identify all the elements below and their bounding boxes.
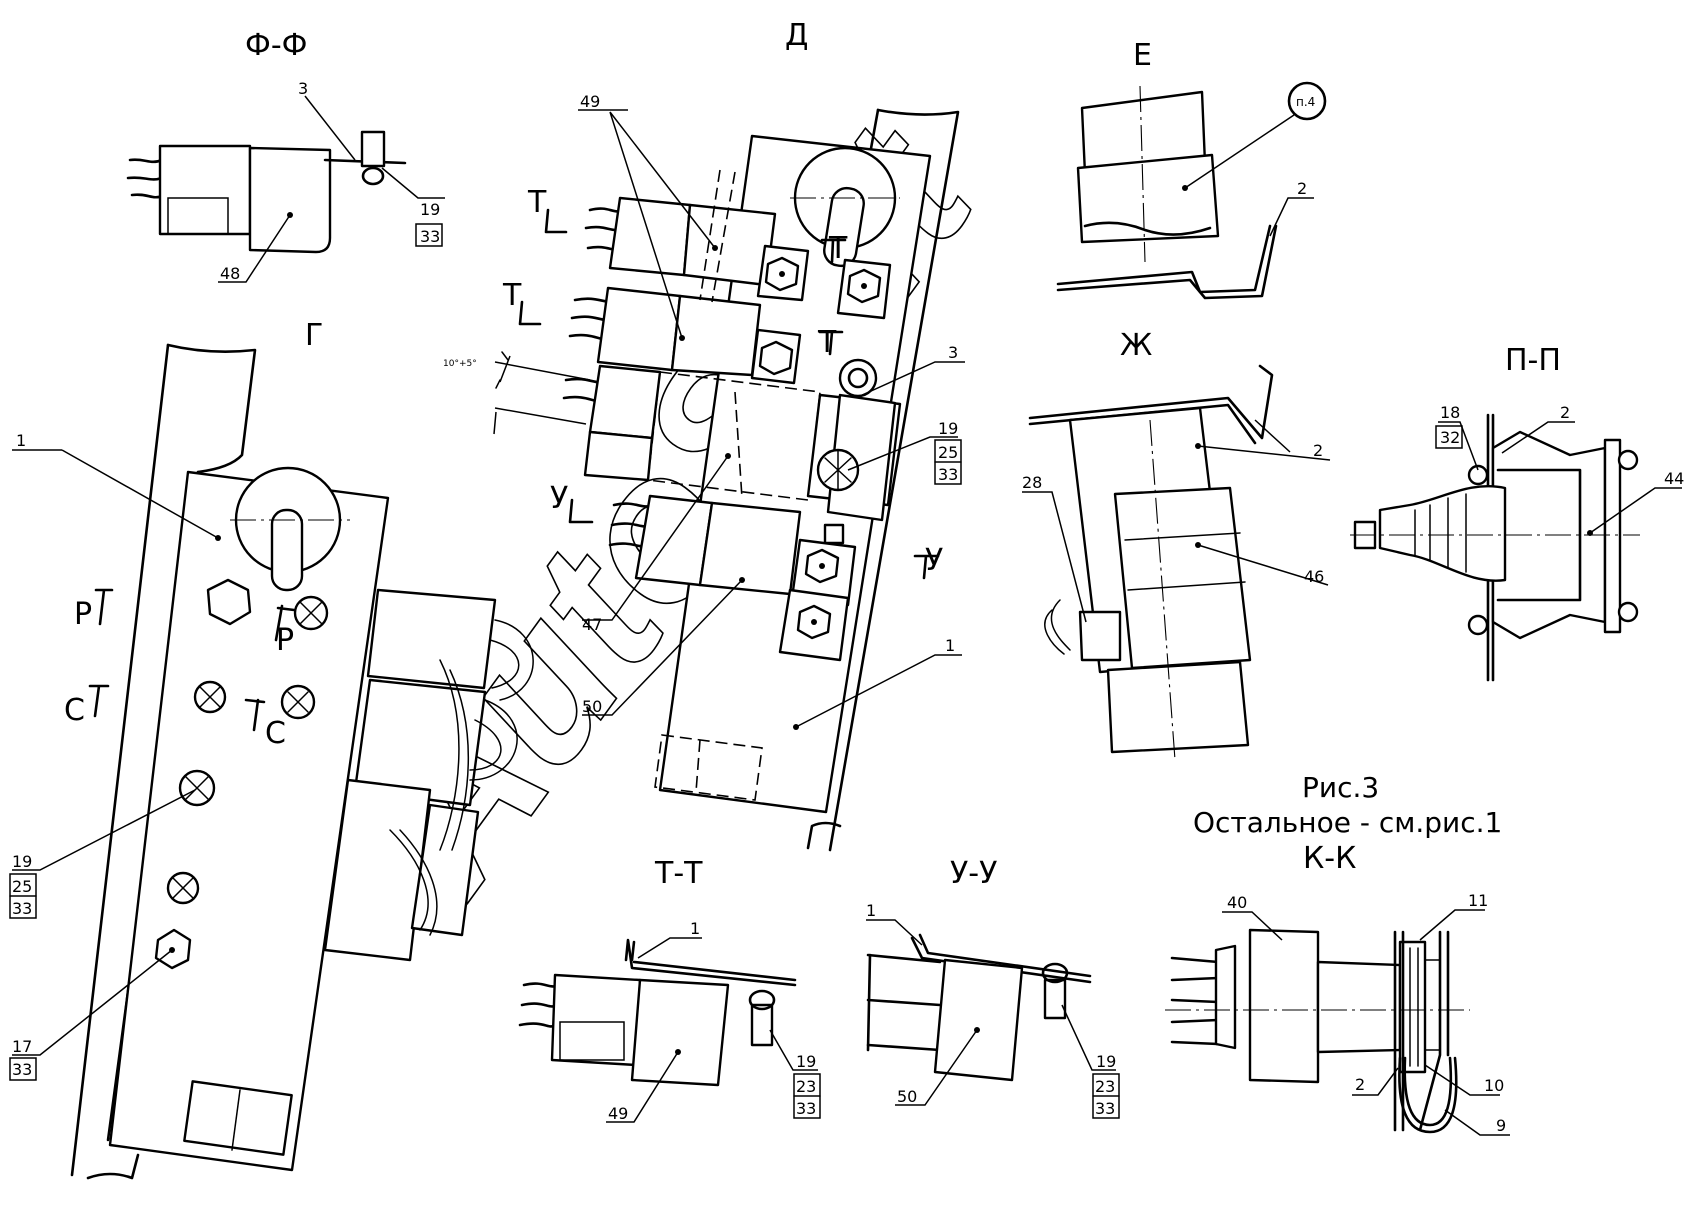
g-nut-1 [206, 578, 252, 626]
callout-d-49: 49 [580, 92, 600, 111]
callout-d-3: 3 [948, 343, 958, 362]
callout-uu-1: 1 [866, 901, 876, 920]
e-component [1076, 153, 1220, 244]
callout-g-1: 1 [16, 431, 26, 450]
view-g-title: Г [305, 318, 323, 353]
view-uu-title: У-У [950, 856, 997, 891]
tolerance-label: 10°+5° [443, 359, 477, 369]
ff-connector-part-48 [248, 146, 332, 254]
callout-ff-19: 19 [420, 200, 440, 219]
caption-rest-note: Остальное - см.рис.1 [1193, 806, 1502, 839]
view-d: Д [443, 18, 965, 852]
callout-tt-23: 23 [796, 1077, 816, 1096]
section-mark-t2: Т [502, 278, 522, 313]
callout-d-47: 47 [582, 615, 602, 634]
section-mark-s-left: С [64, 693, 85, 728]
caption-figure-number: Рис.3 [1302, 771, 1379, 804]
g-toggle-lever [270, 508, 304, 592]
zh-block-46 [1113, 486, 1252, 670]
d-block-50 [698, 501, 802, 596]
view-d-title: Д [785, 18, 808, 53]
section-mark-t4: Т [817, 325, 837, 360]
callout-ff-3: 3 [298, 79, 308, 98]
callout-kk-10: 10 [1484, 1076, 1504, 1095]
view-uu: У-У 1 50 19 23 33 [866, 856, 1120, 1119]
callout-d-33: 33 [938, 465, 958, 484]
callout-kk-40: 40 [1227, 893, 1247, 912]
tt-block-49 [630, 978, 730, 1087]
view-zh-title: Ж [1120, 328, 1152, 363]
callout-zh-46: 46 [1304, 567, 1324, 586]
view-tt-title: Т-Т [654, 856, 703, 891]
callout-kk-9: 9 [1496, 1116, 1506, 1135]
callout-pp-32: 32 [1440, 428, 1460, 447]
callout-ff-48: 48 [220, 264, 240, 283]
section-mark-r-right: Р [276, 623, 294, 658]
callout-uu-50: 50 [897, 1087, 917, 1106]
view-ff-title: Ф-Ф [245, 28, 307, 63]
callout-g-19: 19 [12, 852, 32, 871]
view-pp: П-П 18 32 2 44 [1350, 343, 1684, 682]
callout-pp-18: 18 [1440, 403, 1460, 422]
section-mark-s-right: С [265, 716, 286, 751]
callout-uu-23: 23 [1095, 1077, 1115, 1096]
view-tt: Т-Т 1 49 19 23 33 [518, 856, 821, 1123]
view-ff: Ф-Ф 3 19 33 48 [126, 28, 445, 283]
callout-tt-49: 49 [608, 1104, 628, 1123]
callout-d-1: 1 [945, 636, 955, 655]
callout-d-25: 25 [938, 443, 958, 462]
callout-ff-33: 33 [420, 227, 440, 246]
view-kk: К-К 40 11 2 10 9 [1165, 841, 1510, 1136]
callout-g-33a: 33 [12, 899, 32, 918]
callout-pp-44: 44 [1664, 469, 1684, 488]
callout-d-19: 19 [938, 419, 958, 438]
callout-g-33b: 33 [12, 1060, 32, 1079]
callout-tt-33: 33 [796, 1099, 816, 1118]
callout-d-50: 50 [582, 697, 602, 716]
section-mark-u1: У [550, 481, 568, 516]
callout-kk-11: 11 [1468, 891, 1488, 910]
callout-tt-1: 1 [690, 919, 700, 938]
callout-e-2: 2 [1297, 179, 1307, 198]
callout-zh-28: 28 [1022, 473, 1042, 492]
callout-zh-2: 2 [1313, 441, 1323, 460]
callout-g-25: 25 [12, 877, 32, 896]
kk-connector-40 [1248, 928, 1320, 1084]
uu-block-50 [933, 958, 1024, 1082]
callout-uu-19: 19 [1096, 1052, 1116, 1071]
figure-caption: Рис.3 Остальное - см.рис.1 [1193, 771, 1502, 839]
section-mark-r-left: Р [74, 597, 92, 632]
callout-pp-2: 2 [1560, 403, 1570, 422]
view-e-title: Е [1133, 38, 1152, 73]
callout-g-17: 17 [12, 1037, 32, 1056]
view-zh: Ж 28 2 46 [1022, 328, 1331, 761]
view-kk-title: К-К [1303, 841, 1356, 876]
view-pp-title: П-П [1505, 343, 1561, 378]
callout-kk-2: 2 [1355, 1075, 1365, 1094]
note-ref-p4: п.4 [1296, 95, 1315, 109]
d-toggle-lever [823, 186, 865, 268]
ff-connector-rear [158, 144, 252, 236]
section-mark-u2: У [925, 543, 943, 578]
callout-uu-33: 33 [1095, 1099, 1115, 1118]
ff-bolt [360, 130, 386, 168]
section-mark-t1: Т [527, 185, 547, 220]
view-g: Г Р Р С С [9, 318, 534, 1180]
view-e: Е п.4 2 [1056, 38, 1327, 300]
callout-tt-19: 19 [796, 1052, 816, 1071]
